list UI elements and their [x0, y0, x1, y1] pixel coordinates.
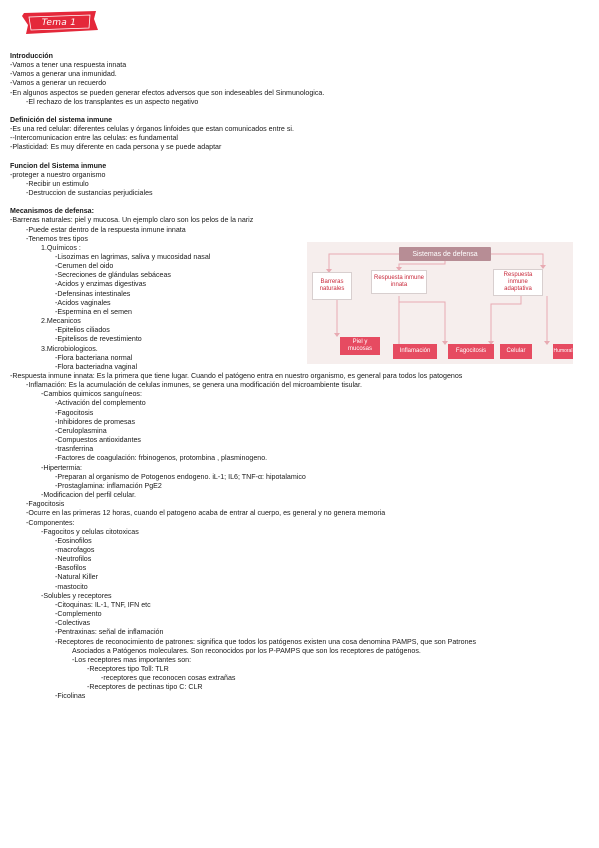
diagram-box-adaptativa: Respuesta inmune adaptativa	[493, 269, 543, 296]
list-item: -Receptores tipo Toll: TLR	[87, 665, 169, 673]
text-line: -Solubles y receptores	[41, 591, 112, 600]
list-item: -Citoquinas: IL-1, TNF, IFN etc	[55, 600, 151, 609]
list-item: -Ceruloplasmina	[55, 426, 107, 435]
heading-funcion: Funcion del Sistema inmune	[10, 161, 107, 170]
text-line: -Vamos a tener una respuesta innata	[10, 61, 127, 70]
list-item: -Defensinas intestinales	[55, 289, 131, 298]
list-item: -Neutrofilos	[55, 555, 92, 564]
list-item: -Prostaglamina: inflamación PgE2	[55, 481, 162, 490]
diagram-box-humoral: Humoral	[553, 344, 573, 359]
list-item: -Epitelisos de revestimiento	[55, 335, 142, 344]
text-line: -Ocurre en las primeras 12 horas, cuando…	[26, 509, 386, 518]
text-line: -Respuesta inmune innata: Es la primera …	[10, 372, 463, 380]
list-item: -Epitelios ciliados	[55, 326, 110, 335]
list-item: -Fagocitosis	[55, 408, 94, 417]
text-line: -Vamos a generar una inmunidad.	[10, 70, 117, 79]
text-line: -Inflamación: Es la acumulación de celul…	[26, 381, 362, 390]
diagram-box-barreras: Barreras naturales	[312, 272, 352, 300]
text-line: -El rechazo de los transplantes es un as…	[26, 97, 199, 106]
text-line: -Es una red celular: diferentes celulas …	[10, 125, 294, 134]
text-line: -Vamos a generar un recuerdo	[10, 79, 107, 88]
text-line: -Cambios quimicos sanguíneos:	[41, 390, 142, 399]
list-item: -Ficolinas	[55, 692, 86, 701]
text-line: 1.Químicos :	[41, 243, 81, 252]
text-line: --Intercomunicacion entre las celulas: e…	[10, 134, 178, 143]
list-item: Asociados a Patógenos moleculares. Son r…	[72, 646, 421, 655]
diagram-connectors	[326, 253, 550, 349]
list-item: -Cerumen del oido	[55, 262, 114, 271]
list-item: -Lisozimas en lagrimas, saliva y mucosid…	[55, 252, 211, 261]
heading-mecanismos: Mecanismos de defensa:	[10, 207, 94, 216]
list-item: -Flora bacteriana normal	[55, 353, 133, 362]
diagram-box-inflamacion: Inflamación	[393, 344, 437, 359]
list-item: -Colectivas	[55, 619, 91, 628]
text-line: -Componentes:	[26, 518, 75, 527]
text-line: -proteger a nuestro organismo	[10, 170, 106, 179]
text-line: -Recibir un estimulo	[26, 179, 89, 188]
list-item: -Secreciones de glándulas sebáceas	[55, 271, 171, 280]
diagram-box-innata: Respuesta inmune innata	[371, 270, 427, 294]
list-item: -Receptores de pectinas tipo C: CLR	[87, 683, 203, 692]
list-item: -Espermina en el semen	[55, 307, 132, 316]
list-item: -macrofagos	[55, 545, 95, 554]
diagram-box-celular: Celular	[500, 344, 532, 359]
text-line: -Puede estar dentro de la respuesta inmu…	[26, 225, 186, 234]
document-body: Introducción -Vamos a tener una respuest…	[10, 52, 595, 702]
list-item: -trasnferrina	[55, 445, 94, 454]
list-item: -Basofilos	[55, 564, 87, 573]
list-item: -Preparan al organismo de Potogenos endo…	[55, 472, 306, 481]
diagram-box-fagocitosis: Fagocitosis	[448, 344, 494, 359]
list-item: -Receptores de reconocimiento de patrone…	[55, 637, 477, 646]
list-item: -Natural Killer	[55, 573, 98, 582]
list-item: -Complemento	[55, 610, 102, 619]
text-line: 3.Microbiologicos.	[41, 344, 98, 353]
heading-definicion: Definición del sistema inmune	[10, 115, 113, 124]
title-badge-shape	[22, 11, 98, 34]
list-item: -Los receptores mas importantes son:	[72, 655, 192, 664]
heading-introduccion: Introducción	[10, 52, 53, 60]
text-line: -En algunos aspectos se pueden generar e…	[10, 88, 325, 97]
list-item: -mastocito	[55, 582, 88, 591]
text-line: 2.Mecanicos	[41, 317, 81, 326]
list-item: -Compuestos antioxidantes	[55, 436, 141, 445]
list-item: -Acidos vaginales	[55, 298, 111, 307]
list-item: -Inhibidores de promesas	[55, 417, 136, 426]
list-item: -Eosinofilos	[55, 536, 92, 545]
text-line: -Barreras naturales: piel y mucosa. Un e…	[10, 216, 254, 225]
text-line: -Hipertermia:	[41, 463, 82, 472]
text-line: -Destruccion de sustancias perjudiciales	[26, 189, 153, 198]
list-item: -Flora bacteriadna vaginal	[55, 362, 138, 371]
text-line: -Plasticidad: Es muy diferente en cada p…	[10, 143, 222, 152]
diagram-title: Sistemas de defensa	[399, 247, 491, 261]
list-item: -Activación del complemento	[55, 399, 146, 408]
defense-systems-diagram: Sistemas de defensa Barreras naturales R…	[307, 242, 573, 364]
list-item: -Factores de coagulación: frbinogenos, p…	[55, 454, 268, 463]
diagram-box-piel: Piel y mucosas	[340, 337, 380, 355]
text-line: -Modificacion del perfil celular.	[41, 491, 137, 500]
text-line: -Fagocitos y celulas citotoxicas	[41, 527, 139, 536]
list-item: -Acidos y enzimas digestivas	[55, 280, 147, 289]
list-item: -Pentraxinas: señal de inflamación	[55, 628, 164, 637]
list-item: -receptores que reconocen cosas extrañas	[101, 674, 236, 683]
text-line: -Fagocitosis	[26, 500, 65, 509]
title-badge-label: Tema 1	[41, 18, 77, 28]
text-line: -Tenemos tres tipos	[26, 234, 88, 243]
